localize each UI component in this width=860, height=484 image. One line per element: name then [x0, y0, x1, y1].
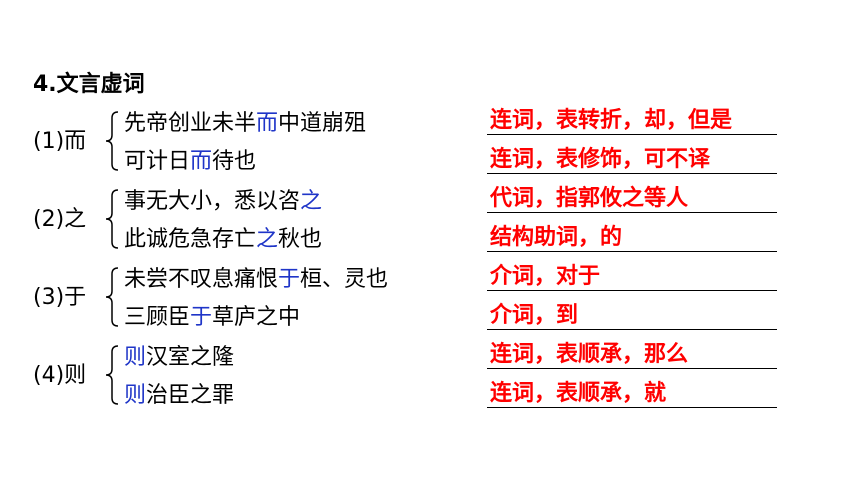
sentence: 可计日而待也 — [124, 149, 257, 174]
answer-underline — [487, 407, 777, 408]
sentence: 先帝创业未半而中道崩殂 — [124, 111, 367, 136]
answer: 结构助词，的 — [490, 225, 623, 250]
sentence: 三顾臣于草庐之中 — [124, 305, 301, 330]
group-label-ze: (4)则 — [33, 363, 87, 388]
sentence: 则治臣之罪 — [124, 383, 235, 408]
answer: 连词，表顺承，就 — [490, 381, 667, 406]
keyword: 之 — [300, 189, 323, 214]
answer: 介词，到 — [490, 303, 579, 328]
keyword: 则 — [124, 345, 147, 370]
answer-underline — [487, 173, 777, 174]
brace-icon — [105, 345, 119, 405]
answer: 连词，表修饰，可不译 — [490, 147, 711, 172]
section-title: 4.文言虚词 — [33, 72, 145, 97]
brace-icon — [105, 267, 119, 327]
group-label-yu: (3)于 — [33, 285, 87, 310]
answer-underline — [487, 212, 777, 213]
group-label-zhi: (2)之 — [33, 207, 87, 232]
keyword: 则 — [124, 383, 147, 408]
answer-underline — [487, 290, 777, 291]
answer: 连词，表转折，却，但是 — [490, 108, 733, 133]
sentence: 事无大小，悉以咨之 — [124, 189, 323, 214]
sentence: 则汉室之隆 — [124, 345, 235, 370]
keyword: 于 — [278, 267, 301, 292]
brace-icon — [105, 189, 119, 249]
keyword: 之 — [256, 227, 279, 252]
answer: 介词，对于 — [490, 264, 601, 289]
keyword: 而 — [256, 111, 279, 136]
answer-underline — [487, 134, 777, 135]
answer-underline — [487, 329, 777, 330]
answer: 代词，指郭攸之等人 — [490, 186, 689, 211]
answer-underline — [487, 368, 777, 369]
keyword: 于 — [190, 305, 213, 330]
sentence: 此诚危急存亡之秋也 — [124, 227, 323, 252]
group-label-er: (1)而 — [33, 129, 87, 154]
answer-underline — [487, 251, 777, 252]
sentence: 未尝不叹息痛恨于桓、灵也 — [124, 267, 389, 292]
keyword: 而 — [190, 149, 213, 174]
answer: 连词，表顺承，那么 — [490, 342, 689, 367]
brace-icon — [105, 111, 119, 171]
